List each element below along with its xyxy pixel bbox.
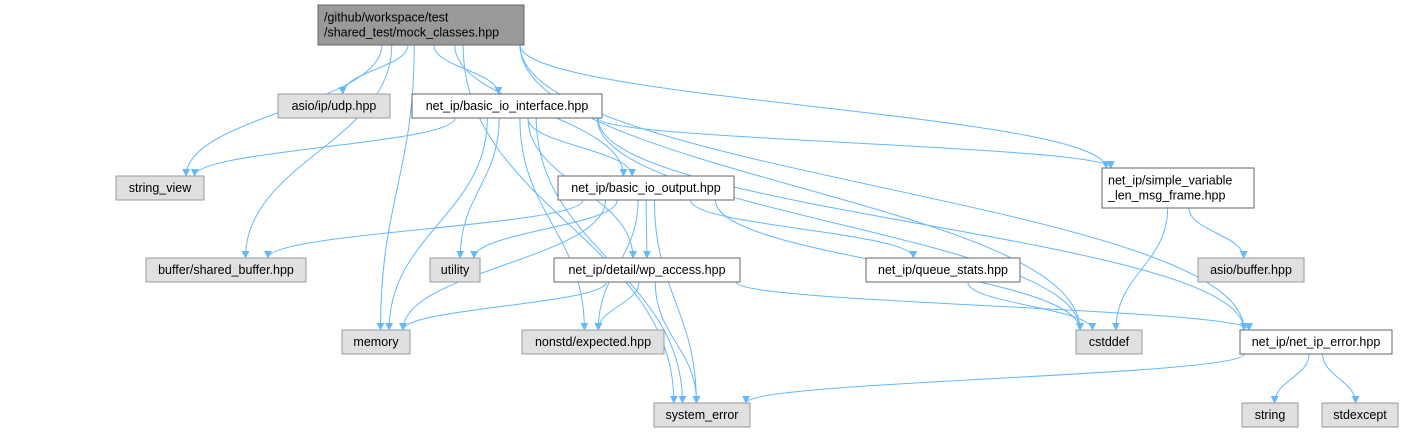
node-sv-label-0: string_view: [129, 181, 192, 195]
node-sbuf-label-0: buffer/shared_buffer.hpp: [158, 263, 294, 277]
node-bii[interactable]: net_ip/basic_io_interface.hpp: [411, 93, 603, 119]
node-util: utility: [429, 257, 481, 283]
edge-nie-to-syserr: [742, 353, 1245, 404]
node-str: string: [1241, 402, 1299, 428]
node-bii-label-0: net_ip/basic_io_interface.hpp: [426, 99, 589, 113]
edge-bio-to-syserr: [653, 199, 701, 404]
edge-bii-to-bio: [527, 117, 637, 177]
edge-qs-to-cstd: [967, 281, 1097, 331]
node-sbuf: buffer/shared_buffer.hpp: [145, 257, 307, 283]
node-qs[interactable]: net_ip/queue_stats.hpp: [865, 257, 1021, 283]
node-bio-box: [557, 175, 735, 201]
edge-nie-to-stdex: [1322, 353, 1360, 404]
node-sbuf-box: [145, 257, 307, 283]
edges-layer: [182, 44, 1360, 404]
edge-svlmf-to-abuf: [1188, 207, 1248, 259]
node-syserr-label-0: system_error: [666, 408, 739, 422]
edge-bio-to-util: [470, 199, 618, 259]
node-nie-box: [1239, 329, 1393, 355]
node-svlmf[interactable]: net_ip/simple_variable_len_msg_frame.hpp: [1101, 167, 1255, 209]
node-nexp-label-0: nonstd/expected.hpp: [535, 335, 651, 349]
edge-wpa-to-mem: [399, 281, 607, 331]
node-sv-box: [115, 175, 205, 201]
node-mem-label-0: memory: [353, 335, 399, 349]
node-stdex-box: [1321, 402, 1399, 428]
node-mock-label-1: /shared_test/mock_classes.hpp: [324, 26, 499, 40]
node-cstd-label-0: cstddef: [1089, 335, 1130, 349]
node-bio-label-0: net_ip/basic_io_output.hpp: [571, 181, 720, 195]
node-util-box: [429, 257, 481, 283]
node-syserr-box: [653, 402, 751, 428]
edge-nie-to-str: [1270, 353, 1310, 404]
node-svlmf-label-0: net_ip/simple_variable: [1108, 174, 1232, 188]
edge-mock-to-mem: [376, 44, 415, 331]
node-str-box: [1241, 402, 1299, 428]
edge-bii-to-cstd: [596, 117, 1084, 331]
edge-bii-to-nexp: [519, 117, 589, 331]
edge-svlmf-to-cstd: [1111, 207, 1169, 331]
edge-wpa-to-nie: [735, 281, 1253, 331]
node-nie[interactable]: net_ip/net_ip_error.hpp: [1239, 329, 1393, 355]
node-abuf-box: [1197, 257, 1305, 283]
edge-mock-to-svlmf: [519, 44, 1110, 169]
node-bii-box: [411, 93, 603, 119]
node-wpa-box: [553, 257, 741, 283]
edge-bii-to-mem: [385, 117, 488, 331]
nodes-layer: /github/workspace/test/shared_test/mock_…: [115, 4, 1399, 428]
node-udp: asio/ip/udp.hpp: [277, 93, 391, 119]
node-mock[interactable]: /github/workspace/test/shared_test/mock_…: [317, 4, 525, 46]
node-nexp-box: [521, 329, 665, 355]
node-qs-label-0: net_ip/queue_stats.hpp: [878, 263, 1008, 277]
edge-bii-to-util: [456, 117, 500, 259]
edge-wpa-to-nexp: [594, 281, 640, 331]
node-udp-label-0: asio/ip/udp.hpp: [292, 99, 377, 113]
node-svlmf-label-1: _len_msg_frame.hpp: [1107, 189, 1225, 203]
node-stdex-label-0: stdexcept: [1333, 408, 1387, 422]
edge-bii-to-nie: [597, 117, 1248, 331]
edge-bio-to-mem: [399, 199, 606, 331]
node-bio[interactable]: net_ip/basic_io_output.hpp: [557, 175, 735, 201]
edge-mock-to-sbuf: [241, 44, 393, 259]
node-mock-label-0: /github/workspace/test: [324, 11, 449, 25]
node-mem: memory: [341, 329, 411, 355]
node-stdex: stdexcept: [1321, 402, 1399, 428]
node-syserr: system_error: [653, 402, 751, 428]
edge-bio-to-sbuf: [264, 199, 584, 259]
node-nie-label-0: net_ip/net_ip_error.hpp: [1252, 335, 1381, 349]
edge-bii-to-svlmf: [597, 117, 1115, 169]
node-sv: string_view: [115, 175, 205, 201]
node-abuf-label-0: asio/buffer.hpp: [1210, 263, 1292, 277]
node-cstd: cstddef: [1075, 329, 1143, 355]
edge-bii-to-sv: [190, 117, 456, 177]
edge-wpa-to-syserr: [654, 281, 701, 404]
node-wpa[interactable]: net_ip/detail/wp_access.hpp: [553, 257, 741, 283]
node-abuf: asio/buffer.hpp: [1197, 257, 1305, 283]
edge-bio-to-wpa: [642, 199, 651, 259]
node-nexp: nonstd/expected.hpp: [521, 329, 665, 355]
node-svlmf-box: [1101, 167, 1255, 209]
node-cstd-box: [1075, 329, 1143, 355]
node-str-label-0: string: [1255, 408, 1286, 422]
edge-bio-to-qs: [690, 199, 918, 259]
node-mem-box: [341, 329, 411, 355]
node-qs-box: [865, 257, 1021, 283]
node-udp-box: [277, 93, 391, 119]
node-mock-box: [317, 4, 525, 46]
node-util-label-0: utility: [441, 263, 470, 277]
node-wpa-label-0: net_ip/detail/wp_access.hpp: [568, 263, 725, 277]
edge-mock-to-udp: [338, 44, 409, 95]
